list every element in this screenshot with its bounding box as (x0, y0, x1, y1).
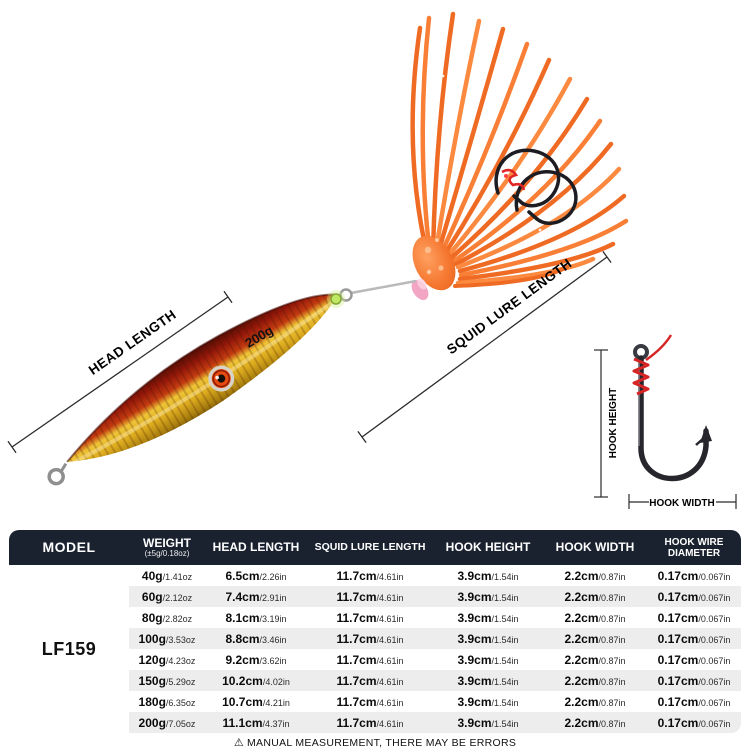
assist-cord (350, 279, 417, 295)
table-row: 180g/6.35oz 10.7cm/4.21in 11.7cm/4.61in … (9, 691, 741, 712)
product-photo: 200g HEAD LENGTH SQUID LURE LENGTH HOOK … (7, 11, 737, 509)
jig-eye (208, 365, 235, 392)
cell-squid-length: 11.7cm/4.61in (307, 670, 433, 691)
cell-head-length: 8.1cm/3.19in (205, 607, 307, 628)
cell-weight: 40g/1.41oz (129, 565, 205, 586)
hook-height-label: HOOK HEIGHT (608, 388, 619, 459)
cell-weight: 180g/6.35oz (129, 691, 205, 712)
cell-hook-height: 3.9cm/1.54in (433, 691, 543, 712)
cell-hook-width: 2.2cm/0.87in (543, 586, 647, 607)
cell-weight: 200g/7.05oz (129, 712, 205, 733)
cell-wire-diameter: 0.17cm/0.067in (647, 607, 741, 628)
cell-hook-height: 3.9cm/1.54in (433, 649, 543, 670)
head-length-label: HEAD LENGTH (86, 307, 179, 378)
cell-wire-diameter: 0.17cm/0.067in (647, 586, 741, 607)
col-header-weight: WEIGHT (±5g/0.18oz) (129, 530, 205, 565)
model-value: LF159 (9, 565, 129, 733)
weight-header-label: WEIGHT (143, 535, 191, 550)
cell-hook-width: 2.2cm/0.87in (543, 649, 647, 670)
cell-hook-height: 3.9cm/1.54in (433, 712, 543, 733)
cell-hook-width: 2.2cm/0.87in (543, 607, 647, 628)
cell-head-length: 8.8cm/3.46in (205, 628, 307, 649)
cell-hook-height: 3.9cm/1.54in (433, 565, 543, 586)
hook-thread (501, 168, 526, 191)
cell-head-length: 10.2cm/4.02in (205, 670, 307, 691)
warning-icon: ⚠ (233, 737, 244, 749)
col-header-hook-wire-diameter: HOOK WIRE DIAMETER (647, 530, 741, 565)
cell-squid-length: 11.7cm/4.61in (307, 649, 433, 670)
cell-wire-diameter: 0.17cm/0.067in (647, 691, 741, 712)
cell-weight: 150g/5.29oz (129, 670, 205, 691)
header-row: MODEL WEIGHT (±5g/0.18oz) HEAD LENGTH SQ… (9, 530, 741, 565)
cell-head-length: 7.4cm/2.91in (205, 586, 307, 607)
cell-hook-height: 3.9cm/1.54in (433, 586, 543, 607)
cell-head-length: 6.5cm/2.26in (205, 565, 307, 586)
table-row: 80g/2.82oz 8.1cm/3.19in 11.7cm/4.61in 3.… (9, 607, 741, 628)
cell-weight: 100g/3.53oz (129, 628, 205, 649)
col-header-squid-lure-length: SQUID LURE LENGTH (307, 530, 433, 565)
cell-head-length: 10.7cm/4.21in (205, 691, 307, 712)
cell-wire-diameter: 0.17cm/0.067in (647, 712, 741, 733)
table-row: 60g/2.12oz 7.4cm/2.91in 11.7cm/4.61in 3.… (9, 586, 741, 607)
cell-wire-diameter: 0.17cm/0.067in (647, 670, 741, 691)
disclaimer: ⚠MANUAL MEASUREMENT, THERE MAY BE ERRORS (0, 736, 750, 749)
cell-squid-length: 11.7cm/4.61in (307, 607, 433, 628)
cell-hook-height: 3.9cm/1.54in (433, 670, 543, 691)
cell-hook-height: 3.9cm/1.54in (433, 628, 543, 649)
cell-hook-width: 2.2cm/0.87in (543, 712, 647, 733)
split-ring (339, 288, 353, 302)
dimension-lines (7, 251, 612, 454)
cell-squid-length: 11.7cm/4.61in (307, 565, 433, 586)
cell-wire-diameter: 0.17cm/0.067in (647, 565, 741, 586)
cell-weight: 120g/4.23oz (129, 649, 205, 670)
cell-hook-width: 2.2cm/0.87in (543, 565, 647, 586)
cell-wire-diameter: 0.17cm/0.067in (647, 628, 741, 649)
wire-header-line1: HOOK WIRE (664, 536, 724, 548)
table-row: 120g/4.23oz 9.2cm/3.62in 11.7cm/4.61in 3… (9, 649, 741, 670)
cell-squid-length: 11.7cm/4.61in (307, 691, 433, 712)
col-header-model: MODEL (9, 530, 129, 565)
cell-hook-width: 2.2cm/0.87in (543, 670, 647, 691)
glow-bead (330, 293, 342, 305)
squid-skirt (410, 11, 629, 288)
tail-eyelet (47, 467, 65, 486)
weight-header-tolerance: (±5g/0.18oz) (144, 548, 190, 558)
spec-table: MODEL WEIGHT (±5g/0.18oz) HEAD LENGTH SQ… (9, 530, 741, 733)
table-row: 100g/3.53oz 8.8cm/3.46in 11.7cm/4.61in 3… (9, 628, 741, 649)
wire-header-line2: DIAMETER (667, 547, 721, 559)
jig-body: 200g (47, 293, 338, 486)
skirt-sparkles (441, 74, 600, 232)
hook-width-label: HOOK WIDTH (649, 498, 715, 509)
hook-dimension-lines (594, 349, 737, 509)
cell-head-length: 9.2cm/3.62in (205, 649, 307, 670)
cell-hook-height: 3.9cm/1.54in (433, 607, 543, 628)
hook-diagram: HOOK HEIGHT HOOK WIDTH (594, 334, 737, 509)
col-header-hook-height: HOOK HEIGHT (433, 530, 543, 565)
cell-wire-diameter: 0.17cm/0.067in (647, 649, 741, 670)
table-row: 150g/5.29oz 10.2cm/4.02in 11.7cm/4.61in … (9, 670, 741, 691)
cell-weight: 80g/2.82oz (129, 607, 205, 628)
cell-squid-length: 11.7cm/4.61in (307, 712, 433, 733)
cell-hook-width: 2.2cm/0.87in (543, 691, 647, 712)
col-header-hook-width: HOOK WIDTH (543, 530, 647, 565)
cell-hook-width: 2.2cm/0.87in (543, 628, 647, 649)
product-illustration: 200g HEAD LENGTH SQUID LURE LENGTH HOOK … (7, 11, 737, 509)
table-row: LF159 40g/1.41oz 6.5cm/2.26in 11.7cm/4.6… (9, 565, 741, 733)
cell-squid-length: 11.7cm/4.61in (307, 628, 433, 649)
table-row: 200g/7.05oz 11.1cm/4.37in 11.7cm/4.61in … (9, 712, 741, 733)
cell-weight: 60g/2.12oz (129, 586, 205, 607)
spec-table-wrap: MODEL WEIGHT (±5g/0.18oz) HEAD LENGTH SQ… (9, 530, 741, 733)
disclaimer-text: MANUAL MEASUREMENT, THERE MAY BE ERRORS (246, 737, 517, 749)
treble-hook (494, 148, 578, 225)
skirt-head (411, 235, 456, 300)
cell-head-length: 11.1cm/4.37in (205, 712, 307, 733)
hook-knot-thread (632, 334, 673, 396)
cell-squid-length: 11.7cm/4.61in (307, 586, 433, 607)
col-header-head-length: HEAD LENGTH (205, 530, 307, 565)
